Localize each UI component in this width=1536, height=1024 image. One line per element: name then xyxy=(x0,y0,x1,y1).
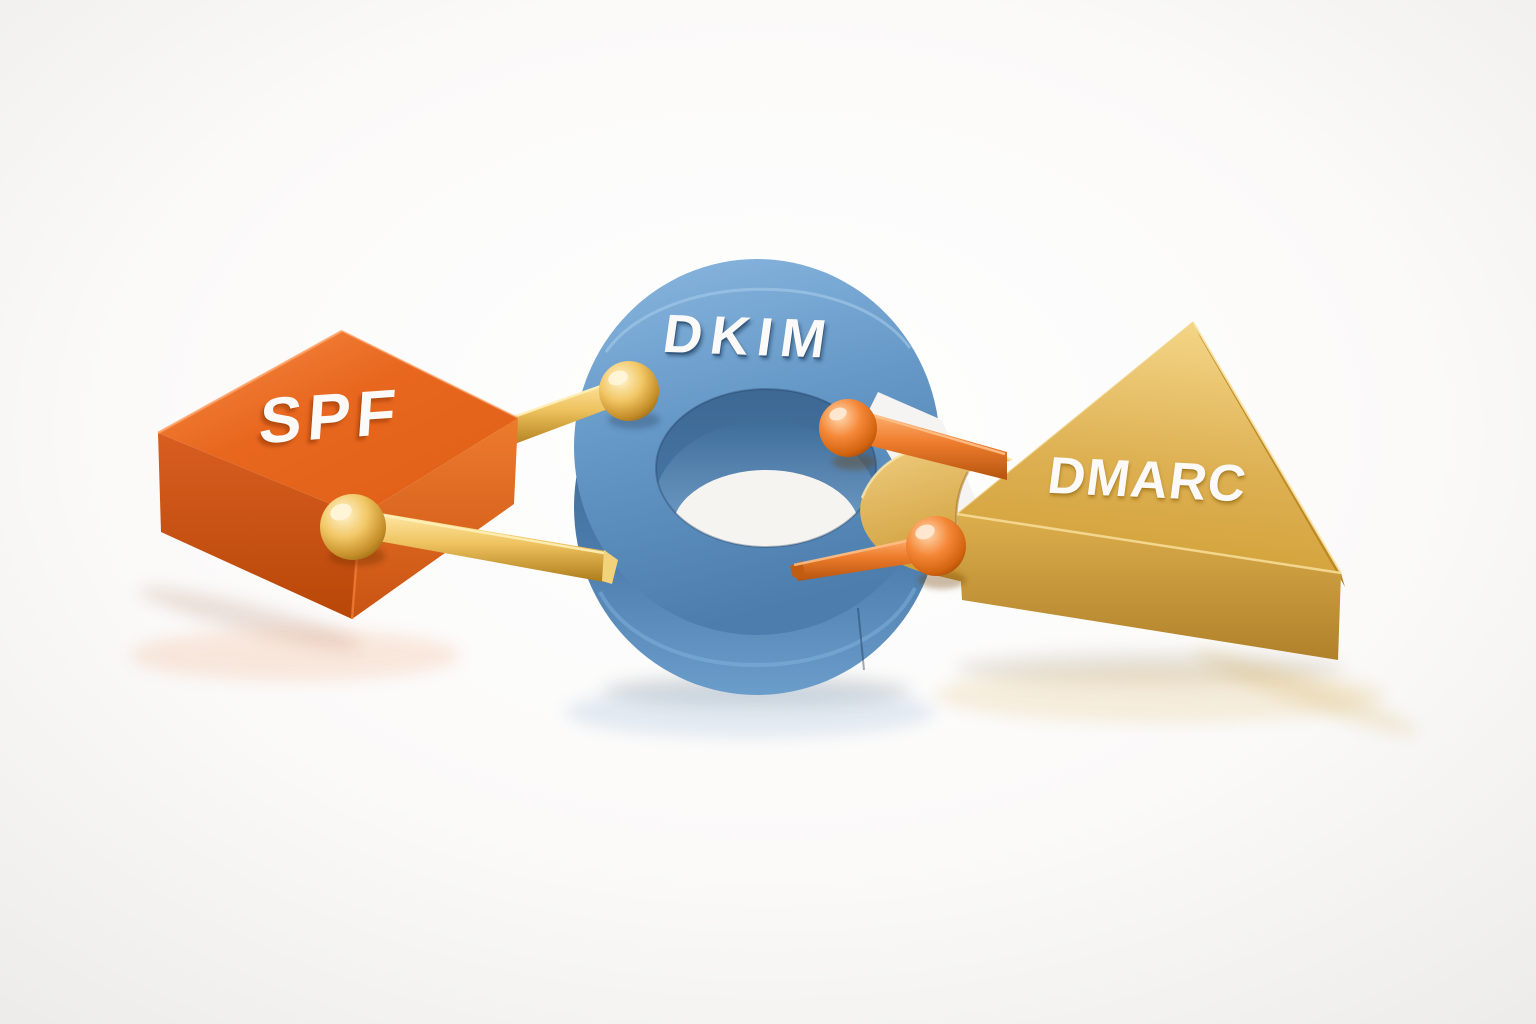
orange-link-rod-lower-highlight xyxy=(793,537,917,567)
dkim-label: DKIM xyxy=(659,303,838,370)
orange-ball-joint-lower xyxy=(906,516,966,589)
gold-ball-joint-on-cube xyxy=(320,494,386,566)
dmarc-triangle-face xyxy=(957,322,1341,573)
dkim-ring-band-rim-light xyxy=(598,587,917,667)
orange-link-rod-lower xyxy=(790,537,921,581)
orange-ball-lower-specular xyxy=(915,524,935,540)
orange-link-rod-upper-highlight xyxy=(867,412,1006,456)
spf-cube-top-face xyxy=(158,331,518,516)
dmarc-triangle xyxy=(956,321,1345,660)
gold-link-rod-upper-body xyxy=(500,379,624,448)
floor-reflections xyxy=(130,587,1418,738)
gold-ball-joint-on-ring xyxy=(599,361,660,429)
dkim-ring-seam xyxy=(857,607,865,671)
gold-link-rod-upper xyxy=(500,378,624,448)
dkim-ring-top-edge-light xyxy=(604,287,912,353)
orange-ball-upper-specular xyxy=(829,407,847,421)
orange-link-rod-upper xyxy=(866,412,1007,480)
orange-ball-lower-shadow xyxy=(918,571,966,589)
gold-link-rod-lower-highlight xyxy=(379,513,605,555)
gold-link-rod-lower-body xyxy=(378,513,606,582)
dmarc-triangle-right-edge-light xyxy=(1192,321,1342,574)
dmarc-triangle-base-edge-light xyxy=(956,512,1342,575)
dkim-ring-top-face xyxy=(574,259,940,635)
spf-cube-edge-light-2 xyxy=(341,330,519,419)
spf-cube-edge-light-1 xyxy=(157,329,343,435)
orange-ball-upper-shadow xyxy=(832,454,876,470)
gold-ball-on-ring-specular xyxy=(608,370,628,386)
dmarc-label: DMARC xyxy=(1044,446,1251,514)
orange-link-rod-lower-body xyxy=(790,537,921,581)
orange-ball-upper xyxy=(819,399,877,457)
orange-link-rod-upper-body xyxy=(866,412,1007,480)
gold-ball-on-cube-specular xyxy=(330,503,352,521)
spf-label: SPF xyxy=(256,375,405,458)
spf-cube-left-face xyxy=(158,433,360,619)
dmarc-triangle-front-face xyxy=(957,514,1341,660)
gold-ball-on-cube xyxy=(320,494,386,560)
gold-link-rod-lower xyxy=(378,513,618,584)
orange-ball-lower xyxy=(906,516,966,576)
dkim-ring-inner-edge xyxy=(655,388,877,548)
dmarc-triangle-left-edge-light xyxy=(956,321,1194,515)
orange-ball-joint-upper xyxy=(819,399,877,470)
gold-link-rod-upper-highlight xyxy=(501,378,619,423)
spf-cube-right-face xyxy=(352,418,518,619)
orange-link-rod-lower-tip-facet xyxy=(790,561,806,579)
spf-cube xyxy=(157,329,519,620)
gold-link-rod-lower-tip-facet xyxy=(602,550,618,584)
gold-ball-on-ring xyxy=(599,361,659,421)
